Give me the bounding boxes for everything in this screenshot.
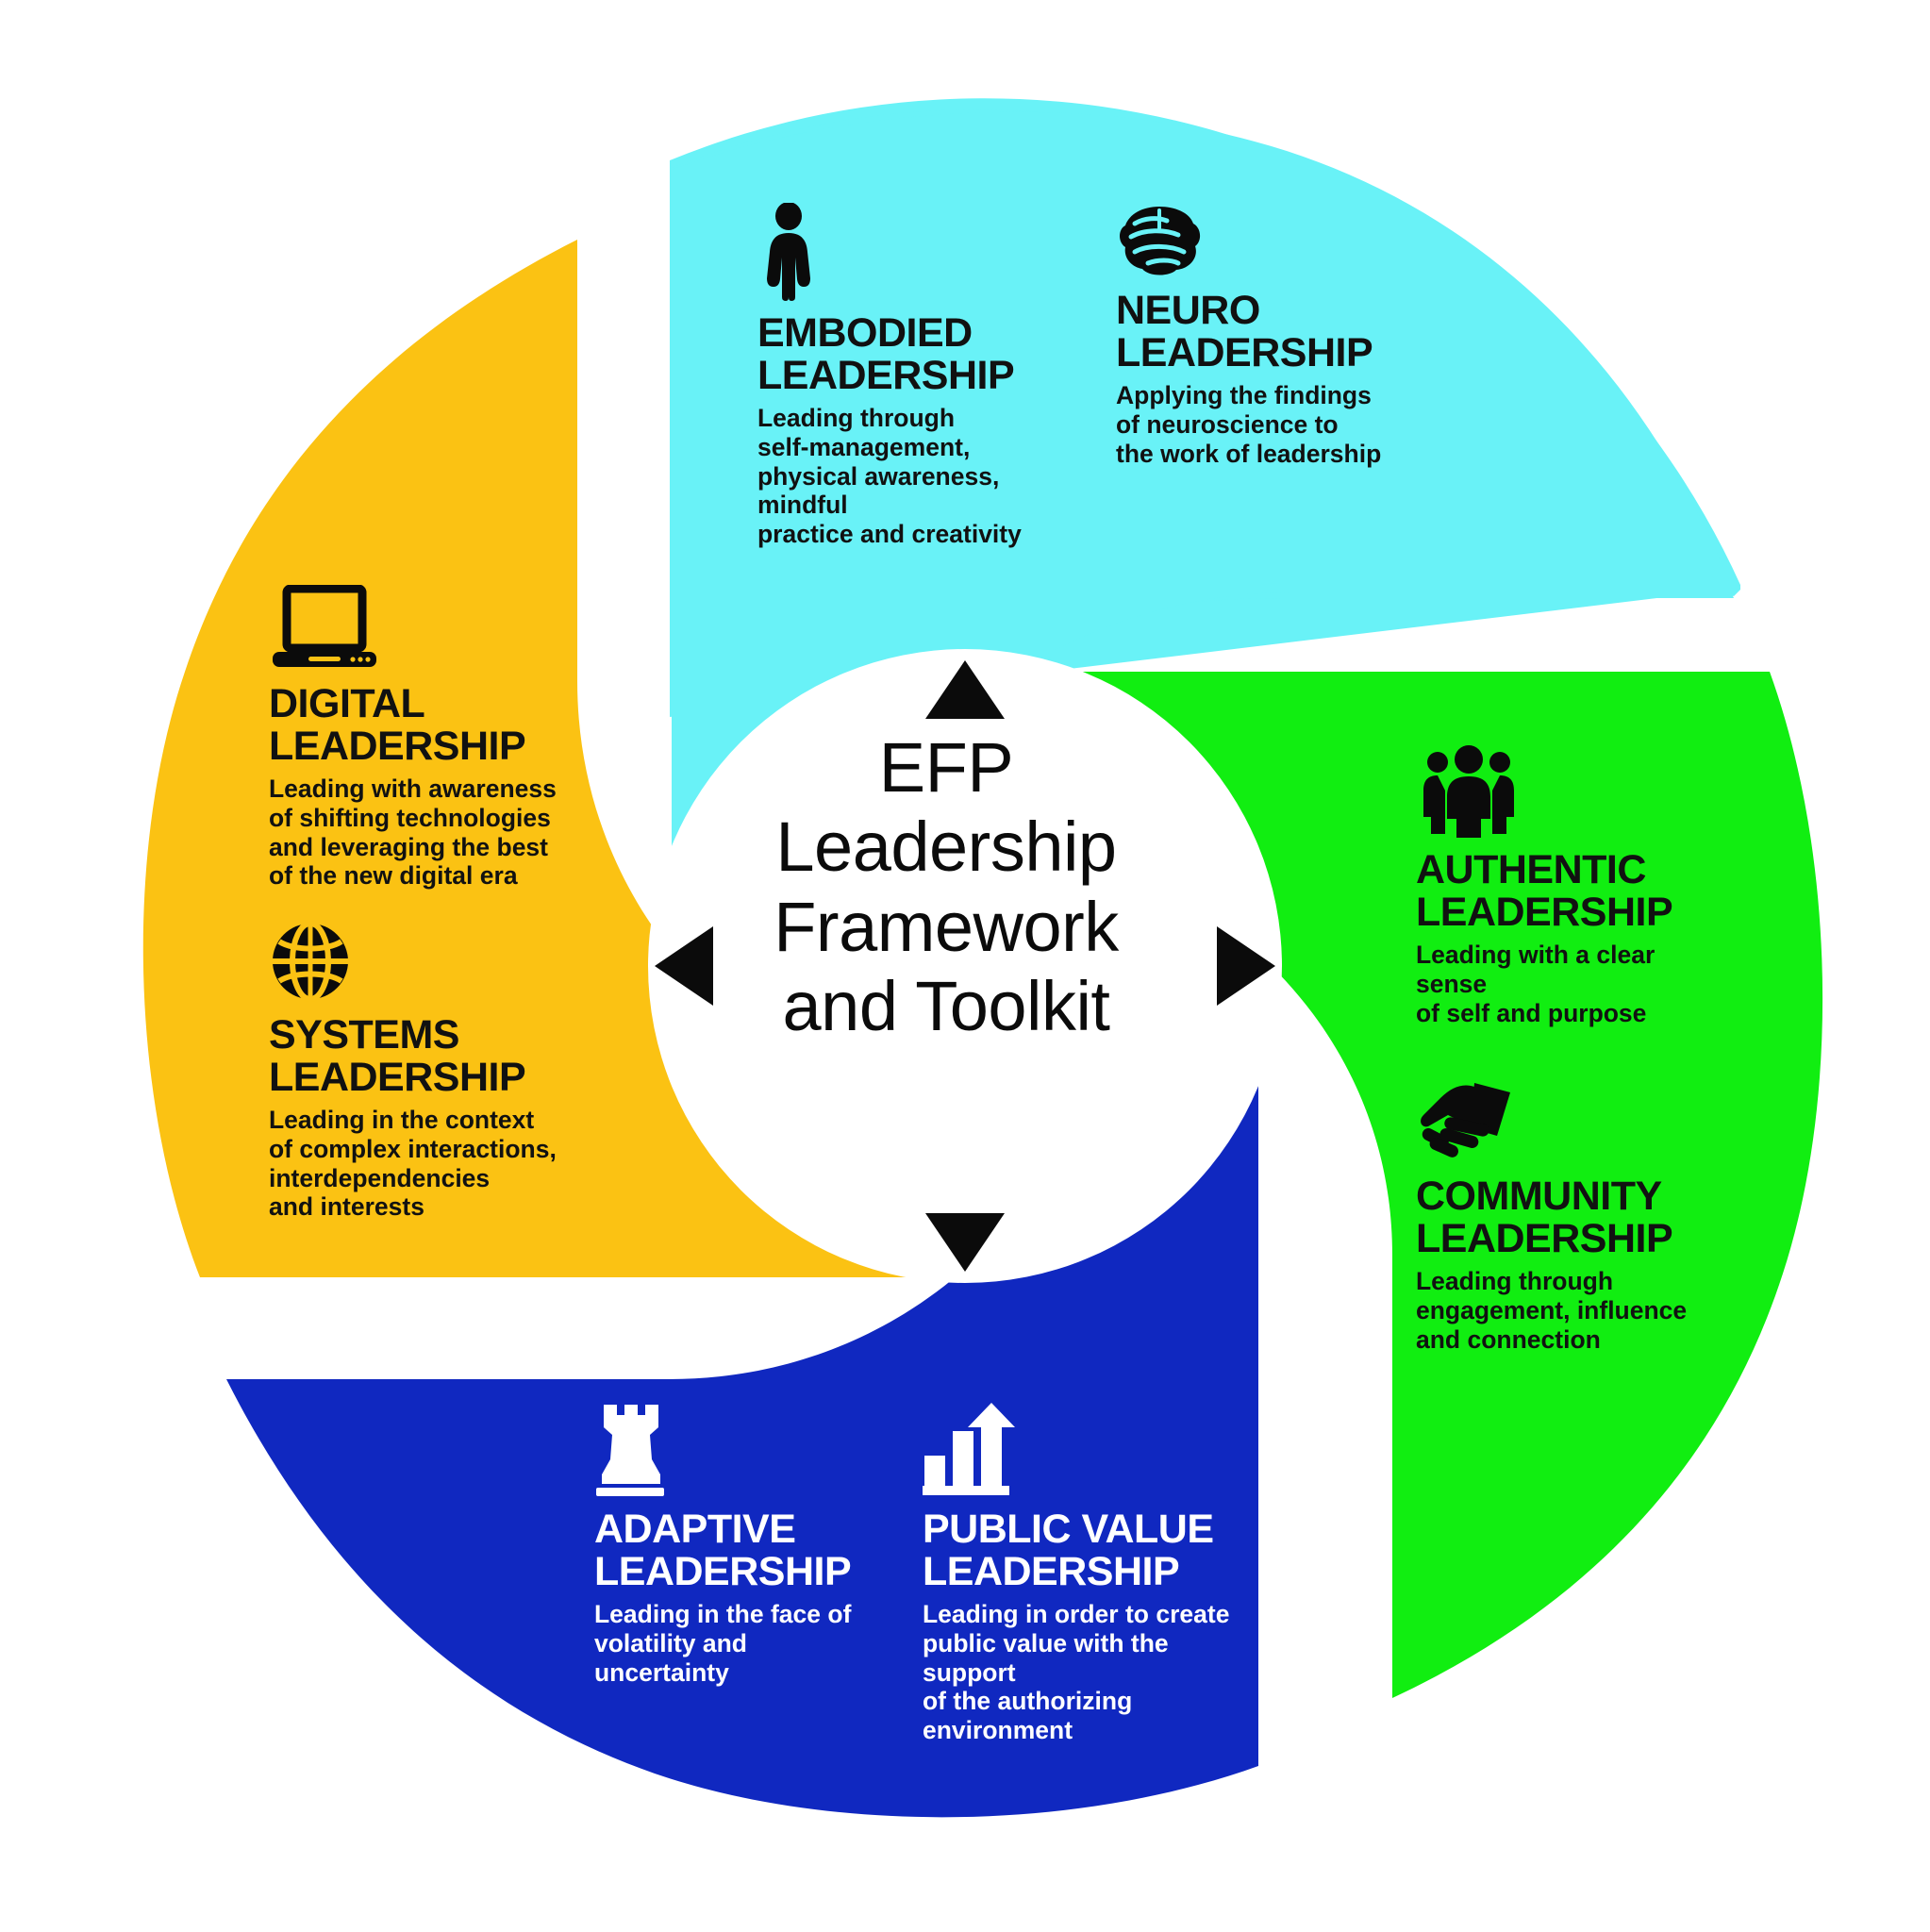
card-desc: Leading with awareness of shifting techn…: [269, 774, 557, 891]
card-desc: Leading in the context of complex intera…: [269, 1106, 557, 1222]
card-digital-leadership: DIGITAL LEADERSHIP Leading with awarenes…: [269, 585, 561, 891]
card-title: DIGITAL LEADERSHIP: [269, 681, 526, 770]
laptop-icon: [273, 585, 376, 667]
card-desc: Leading with a clear sense of self and p…: [1416, 941, 1655, 1027]
card-title: ADAPTIVE LEADERSHIP: [594, 1507, 852, 1595]
triangle-left-icon: [655, 926, 713, 1006]
card-systems-leadership: SYSTEMS LEADERSHIP Leading in the contex…: [269, 920, 561, 1222]
card-desc: Leading through engagement, influence an…: [1416, 1267, 1688, 1354]
triangle-down-icon: [925, 1213, 1005, 1272]
card-public-value-leadership: PUBLIC VALUE LEADERSHIP Leading in order…: [923, 1403, 1262, 1745]
center-title: EFP Leadership Framework and Toolkit: [774, 728, 1119, 1046]
quadrant-environment-shape: [142, 240, 962, 1277]
globe-icon: [273, 921, 348, 1002]
handshake-icon: [1421, 1083, 1510, 1158]
quadrant-others: [1000, 672, 1823, 1698]
quadrant-self: [670, 98, 1740, 966]
card-desc: Leading through self-management, physica…: [757, 404, 1022, 549]
card-authentic-leadership: AUTHENTIC LEADERSHIP Leading with a clea…: [1416, 745, 1718, 1027]
triangle-up-icon: [925, 660, 1005, 719]
card-desc: Leading in the face of volatility and un…: [594, 1600, 852, 1687]
card-neuro-leadership: NEURO LEADERSHIP Applying the findings o…: [1116, 203, 1418, 468]
center-disc: [648, 649, 1282, 1283]
quadrant-organisation-shape: [226, 1002, 1258, 1818]
card-adaptive-leadership: ADAPTIVE LEADERSHIP Leading in the face …: [594, 1403, 877, 1687]
card-title: EMBODIED LEADERSHIP: [757, 310, 1015, 399]
card-title: NEURO LEADERSHIP: [1116, 288, 1373, 376]
people-group-icon: [1423, 745, 1514, 838]
card-desc: Leading in order to create public value …: [923, 1600, 1230, 1745]
brain-icon: [1120, 207, 1201, 275]
card-title: SYSTEMS LEADERSHIP: [269, 1012, 526, 1101]
card-title: AUTHENTIC LEADERSHIP: [1416, 847, 1673, 936]
quadrant-organisation: [226, 1002, 1258, 1818]
card-desc: Applying the findings of neuroscience to…: [1116, 381, 1382, 468]
quadrant-self-final: [672, 111, 1734, 966]
card-community-leadership: COMMUNITY LEADERSHIP Leading through eng…: [1416, 1077, 1718, 1354]
card-title: COMMUNITY LEADERSHIP: [1416, 1174, 1673, 1262]
card-title: PUBLIC VALUE LEADERSHIP: [923, 1507, 1214, 1595]
quadrant-others-shape: [1000, 672, 1823, 1698]
card-embodied-leadership: EMBODIED LEADERSHIP Leading through self…: [757, 203, 1059, 549]
person-icon: [767, 203, 810, 301]
triangle-right-icon: [1217, 926, 1275, 1006]
quadrant-environment: [142, 240, 962, 1277]
growth-chart-icon: [923, 1403, 1015, 1495]
chess-rook-icon: [596, 1405, 664, 1496]
